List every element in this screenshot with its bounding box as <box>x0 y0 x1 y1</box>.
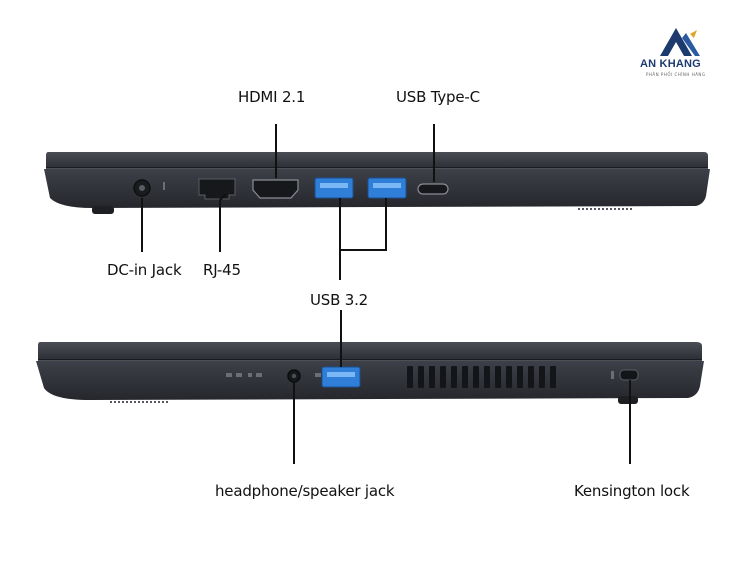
vent-slat <box>407 366 413 388</box>
brand-tagline: PHÂN PHỐI CHÍNH HÃNG <box>646 72 706 77</box>
vent-slat <box>440 366 446 388</box>
vent-slat <box>528 366 534 388</box>
label-usb-type-c: USB Type-C <box>396 88 480 106</box>
label-kensington-lock: Kensington lock <box>574 482 690 500</box>
vent-slat <box>506 366 512 388</box>
label-dc-in-jack: DC-in Jack <box>107 261 182 279</box>
vent-slat <box>539 366 545 388</box>
label-rj45: RJ-45 <box>203 261 241 279</box>
brand-name: AN KHANG <box>640 58 701 70</box>
vent-slat <box>495 366 501 388</box>
status-led-icons <box>226 373 321 377</box>
led-indicator <box>163 182 165 190</box>
vent-grille <box>407 366 556 388</box>
dc-in-jack-port <box>133 179 151 197</box>
vent-slat <box>484 366 490 388</box>
vent-slat <box>451 366 457 388</box>
vent-slat <box>473 366 479 388</box>
vent-slat <box>429 366 435 388</box>
laptop-right-side <box>36 342 704 404</box>
usb-a-port-1 <box>314 177 354 199</box>
label-usb-3-2: USB 3.2 <box>310 291 369 309</box>
label-headphone-jack: headphone/speaker jack <box>215 482 395 500</box>
headphone-jack-port <box>287 369 301 383</box>
callout-lines-right <box>293 310 631 464</box>
vent-slat <box>550 366 556 388</box>
callout-lines-left <box>141 124 435 280</box>
hdmi-port <box>252 179 299 199</box>
usb-a-port-3 <box>321 366 361 388</box>
usb-a-port-2 <box>367 177 407 199</box>
vent-slat <box>418 366 424 388</box>
usb-c-port <box>417 183 449 195</box>
vent-slat <box>462 366 468 388</box>
label-hdmi: HDMI 2.1 <box>238 88 306 106</box>
vent-slat <box>517 366 523 388</box>
